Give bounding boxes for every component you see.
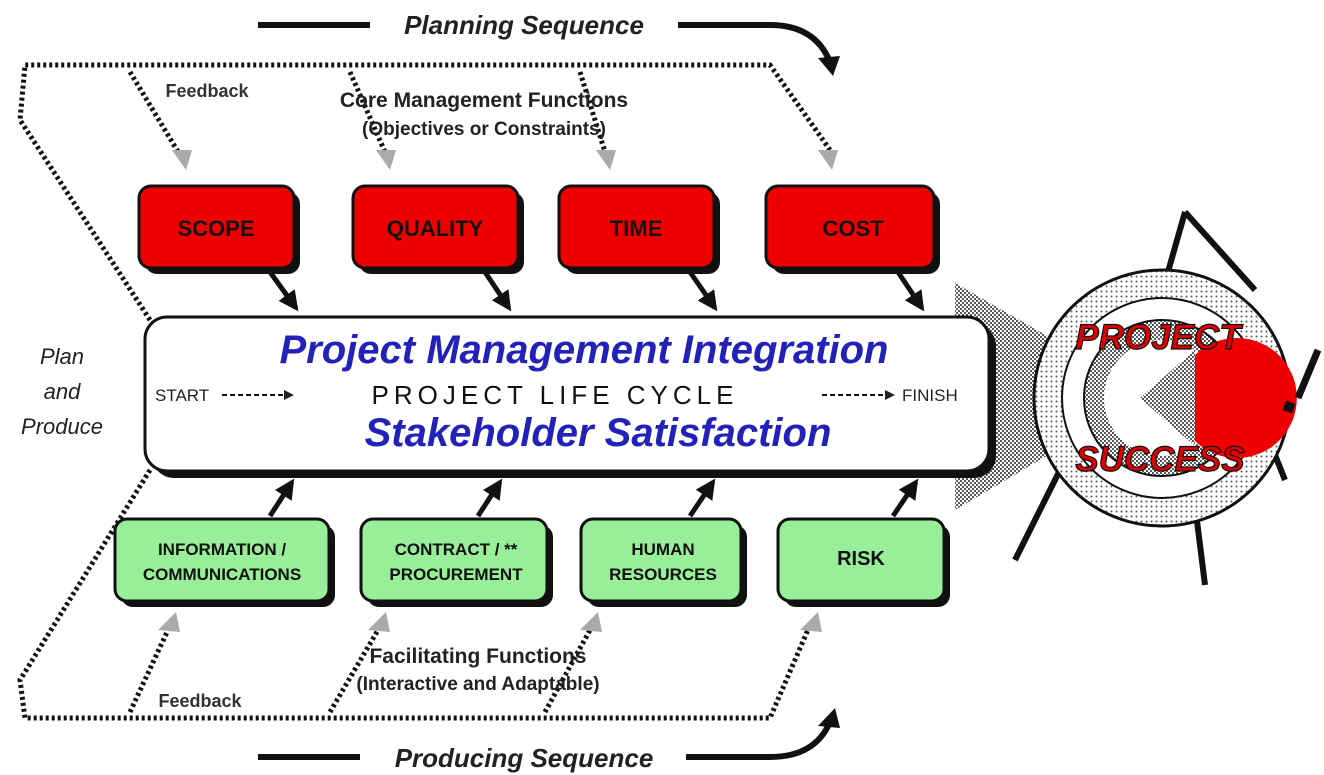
gray-arrow-icon xyxy=(818,150,838,170)
plan-word: Plan xyxy=(40,344,84,369)
bottom-feedback-loop xyxy=(17,468,813,721)
core-function-boxes: SCOPE QUALITY TIME COST xyxy=(137,184,940,274)
gray-arrow-icon xyxy=(376,150,396,170)
lifecycle-finish: FINISH xyxy=(902,386,958,405)
facilitating-box-information: INFORMATION / COMMUNICATIONS xyxy=(113,517,335,607)
planning-sequence: Planning Sequence xyxy=(258,10,840,76)
exclamation-dot xyxy=(1282,400,1296,414)
facilitating-box-line2: PROCUREMENT xyxy=(389,565,523,584)
feedback-branch-time xyxy=(577,71,608,153)
and-word: and xyxy=(44,379,81,404)
facilitating-function-boxes: INFORMATION / COMMUNICATIONS CONTRACT / … xyxy=(113,517,950,607)
feedback-label-bottom: Feedback xyxy=(158,691,242,711)
produce-word: Produce xyxy=(21,414,103,439)
core-to-integration-arrows xyxy=(267,270,925,312)
triangle-tip xyxy=(1140,350,1195,446)
producing-sequence-arrow xyxy=(686,720,833,760)
stakeholder-satisfaction: Stakeholder Satisfaction xyxy=(365,411,832,455)
core-box-scope: SCOPE xyxy=(137,184,300,274)
core-box-label: COST xyxy=(822,216,884,241)
integration-box: Project Management Integration START PRO… xyxy=(143,315,996,478)
producing-sequence: Producing Sequence xyxy=(258,708,840,773)
top-feedback-loop xyxy=(17,62,833,322)
facilitating-box-contract: CONTRACT / ** PROCUREMENT xyxy=(359,517,553,607)
gray-arrow-icon xyxy=(368,612,390,632)
core-box-label: QUALITY xyxy=(387,216,484,241)
core-box-quality: QUALITY xyxy=(351,184,524,274)
target-leg xyxy=(1012,468,1063,562)
plan-and-produce-label: Plan and Produce xyxy=(21,344,103,439)
facilitating-functions-subtitle: (Interactive and Adaptable) xyxy=(356,674,599,695)
arrow-cost-down xyxy=(895,270,925,312)
arrow-quality-down xyxy=(482,270,512,312)
facilitating-box-line1: HUMAN xyxy=(631,540,694,559)
core-box-time: TIME xyxy=(557,184,720,274)
gray-arrow-icon xyxy=(800,612,822,632)
gray-arrow-icon xyxy=(172,150,192,170)
core-functions-title: Core Management Functions xyxy=(340,89,628,112)
project-life-cycle: PROJECT LIFE CYCLE xyxy=(372,380,739,410)
producing-arrowhead-icon xyxy=(818,708,840,728)
integration-title: Project Management Integration xyxy=(280,328,889,372)
gray-arrow-icon xyxy=(580,612,602,632)
project-success-target: PROJECT SUCCESS xyxy=(1012,209,1322,586)
feedback-branch-human xyxy=(542,628,593,714)
producing-sequence-label: Producing Sequence xyxy=(395,743,654,773)
gray-arrow-icon xyxy=(596,150,616,170)
facilitating-box-line2: COMMUNICATIONS xyxy=(143,565,301,584)
facilitating-box-human-resources: HUMAN RESOURCES xyxy=(579,517,747,607)
bottom-dotted-loop xyxy=(17,468,813,721)
arrow-time-down xyxy=(687,270,718,312)
arrow-human-up xyxy=(687,478,716,518)
facilitating-box-line1: RISK xyxy=(837,548,885,570)
target-leg xyxy=(1182,209,1258,293)
feedback-label-top: Feedback xyxy=(165,81,249,101)
planning-arrowhead-icon xyxy=(818,56,840,76)
target-label-project: PROJECT xyxy=(1075,318,1243,357)
bottom-feedback-arrowheads xyxy=(158,612,822,632)
exclamation-stroke xyxy=(1294,348,1322,400)
feedback-branch-quality xyxy=(347,70,388,154)
target-label-success: SUCCESS xyxy=(1075,440,1244,479)
planning-sequence-label: Planning Sequence xyxy=(404,10,644,40)
arrow-scope-down xyxy=(267,270,299,312)
core-box-label: SCOPE xyxy=(177,216,254,241)
core-functions-subtitle: (Objectives or Constraints) xyxy=(362,119,606,140)
feedback-branch-scope xyxy=(127,70,183,157)
core-box-cost: COST xyxy=(764,184,940,274)
arrow-contract-up xyxy=(475,478,503,518)
arrow-info-up xyxy=(267,478,295,518)
facilitating-box-line2: RESOURCES xyxy=(609,565,717,584)
planning-sequence-arrow xyxy=(678,22,833,64)
facilitating-box-line1: INFORMATION / xyxy=(158,540,286,559)
top-feedback-arrowheads xyxy=(172,150,838,170)
lifecycle-start: START xyxy=(155,386,209,405)
facilitating-to-integration-arrows xyxy=(267,478,919,518)
facilitating-box-risk: RISK xyxy=(776,517,950,607)
facilitating-box-line1: CONTRACT / ** xyxy=(395,540,518,559)
arrow-risk-up xyxy=(890,478,919,518)
gray-arrow-icon xyxy=(158,612,180,632)
core-box-label: TIME xyxy=(610,216,663,241)
facilitating-functions-title: Facilitating Functions xyxy=(369,645,586,668)
feedback-branch-contract xyxy=(327,628,381,714)
